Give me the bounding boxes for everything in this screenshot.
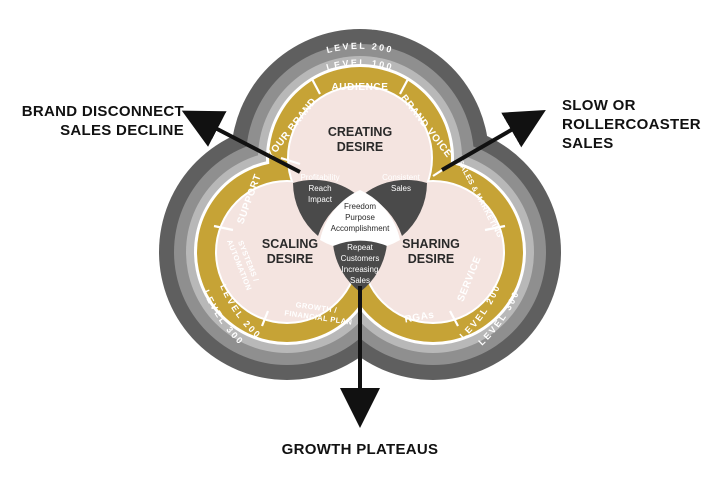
outcome-brand-disconnect-line2: SALES DECLINE xyxy=(60,122,184,139)
scaling-desire-line1: SCALING xyxy=(262,237,318,251)
creating-desire-line2: DESIRE xyxy=(337,140,384,154)
label-audience: AUDIENCE xyxy=(331,82,388,93)
lens-bottom-line2: Customers xyxy=(341,254,380,263)
lens-bottom xyxy=(333,238,387,292)
outcome-brand-disconnect-line1: BRAND DISCONNECT xyxy=(21,103,184,120)
lens-right xyxy=(364,179,427,236)
creating-desire-line1: CREATING xyxy=(328,125,392,139)
lens-right-line2: Sales xyxy=(391,184,411,193)
center-line2: Purpose xyxy=(345,213,375,222)
scaling-desire-line2: DESIRE xyxy=(267,252,314,266)
lens-left-line1: Profitability xyxy=(300,173,339,182)
lenses xyxy=(293,179,427,292)
outcome-slow-sales-line2: ROLLERCOASTER xyxy=(562,116,701,133)
sharing-desire-line1: SHARING xyxy=(402,237,460,251)
lens-bottom-line4: Sales xyxy=(350,276,370,285)
lens-bottom-line1: Repeat xyxy=(347,243,374,252)
center-triangle xyxy=(320,190,400,246)
center-line3: Accomplishment xyxy=(331,224,390,233)
outcome-slow-sales-line1: SLOW OR xyxy=(562,97,636,114)
outcome-growth-plateaus-label: GROWTH PLATEAUS xyxy=(281,441,439,458)
outcome-slow-sales-line3: SALES xyxy=(562,135,614,152)
arrow-brand-disconnect xyxy=(181,110,301,174)
lens-left-line2: Reach xyxy=(308,184,331,193)
outcome-brand-disconnect: BRAND DISCONNECT SALES DECLINE xyxy=(14,102,184,140)
outcome-growth-plateaus: GROWTH PLATEAUS xyxy=(260,440,460,459)
center-line1: Freedom xyxy=(344,202,376,211)
outcome-slow-sales: SLOW OR ROLLERCOASTER SALES xyxy=(562,96,712,153)
lens-left-line3: Impact xyxy=(308,195,333,204)
lens-right-line1: Consistent xyxy=(382,173,421,182)
label-rgas: RGAs xyxy=(404,310,436,326)
sharing-desire-line2: DESIRE xyxy=(408,252,455,266)
lens-bottom-line3: Increasing xyxy=(342,265,379,274)
arrow-slow-sales xyxy=(440,109,546,172)
lens-left xyxy=(293,179,356,236)
